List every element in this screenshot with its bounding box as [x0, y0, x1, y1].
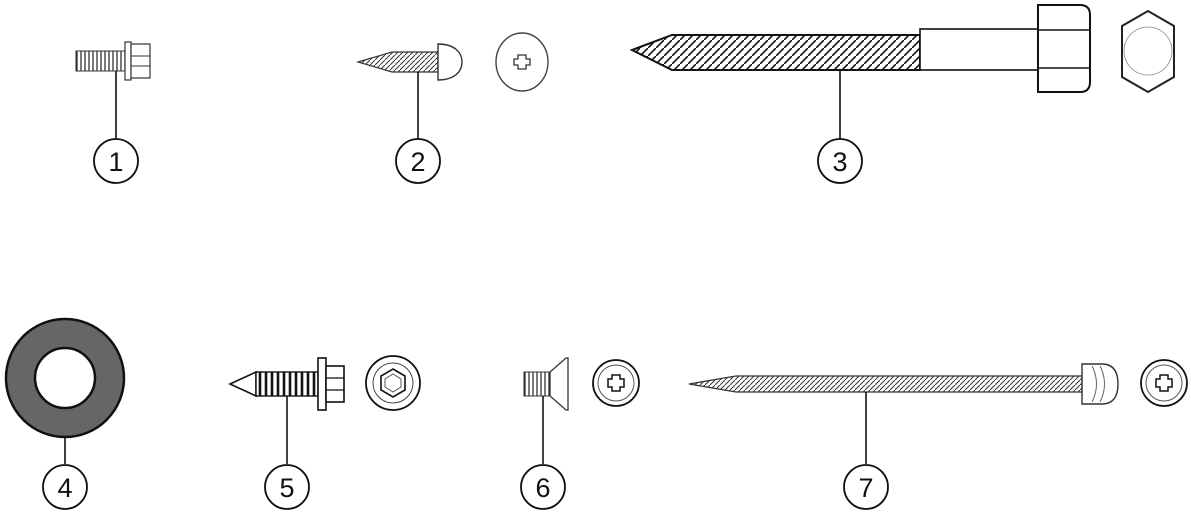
truss-head-screw-icon — [355, 43, 463, 139]
callout-2: 2 — [395, 138, 441, 184]
hex-head-icon — [1121, 9, 1175, 94]
phillips-head-icon — [1140, 359, 1188, 407]
callout-1: 1 — [93, 138, 139, 184]
flange-bolt-icon — [75, 41, 151, 139]
hex-socket-head-icon — [365, 355, 421, 411]
callout-7: 7 — [843, 464, 889, 510]
hex-washer-head-screw-icon — [228, 357, 345, 464]
callout-4: 4 — [42, 464, 88, 510]
lag-screw-icon — [629, 4, 1091, 139]
phillips-head-icon — [592, 359, 640, 407]
callout-6: 6 — [520, 464, 566, 510]
callout-label-7: 7 — [858, 473, 873, 503]
callout-label-6: 6 — [535, 473, 550, 503]
flat-washer-icon — [4, 317, 126, 464]
callout-label-1: 1 — [108, 147, 123, 177]
callout-label-4: 4 — [57, 473, 72, 503]
callout-3: 3 — [817, 138, 863, 184]
callout-label-3: 3 — [832, 147, 847, 177]
callout-label-2: 2 — [410, 147, 425, 177]
flat-head-screw-icon — [523, 357, 569, 464]
phillips-head-icon — [495, 32, 549, 92]
callout-5: 5 — [264, 464, 310, 510]
callout-label-5: 5 — [279, 473, 294, 503]
pan-head-screw-icon — [688, 363, 1119, 464]
